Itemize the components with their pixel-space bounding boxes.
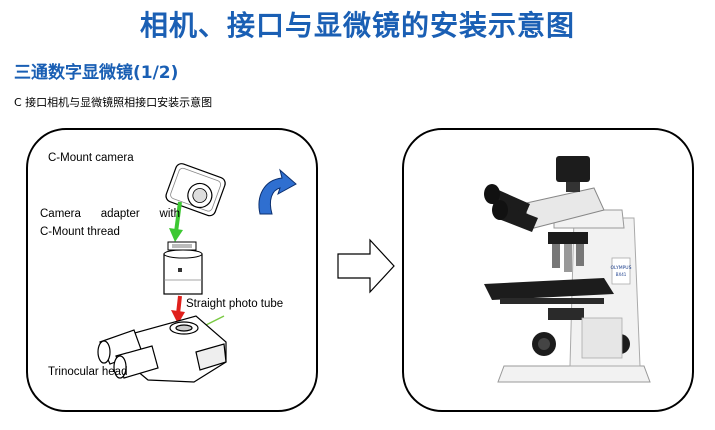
adapter-word: Camera xyxy=(40,208,81,220)
rotate-arrow-icon xyxy=(259,170,296,214)
trinocular-head-label: Trinocular head xyxy=(48,366,127,378)
adapter-illustration xyxy=(164,242,202,294)
assembled-microscope-panel: OLYMPUS BX41 xyxy=(402,128,694,412)
figure-caption: C 接口相机与显微镜照相接口安装示意图 xyxy=(14,94,212,110)
assembly-diagram-panel: C-Mount camera Camera adapter with C-Mou… xyxy=(26,128,318,412)
photo-tube-label: Straight photo tube xyxy=(186,298,283,310)
camera-label: C-Mount camera xyxy=(48,152,134,164)
adapter-label-line2: C-Mount thread xyxy=(40,226,120,238)
brand-plate xyxy=(612,258,630,284)
page-title: 相机、接口与显微镜的安装示意图 xyxy=(0,4,715,44)
microscope-illustration: OLYMPUS BX41 xyxy=(444,148,664,398)
right-arrow-icon xyxy=(336,236,396,296)
adapter-word: adapter xyxy=(101,208,140,220)
adapter-word: with xyxy=(160,208,180,220)
section-subtitle: 三通数字显微镜(1/2) xyxy=(14,58,178,83)
brand-text: OLYMPUS xyxy=(611,265,632,271)
model-text: BX41 xyxy=(616,272,627,277)
adapter-label-line1: Camera adapter with xyxy=(40,208,180,220)
